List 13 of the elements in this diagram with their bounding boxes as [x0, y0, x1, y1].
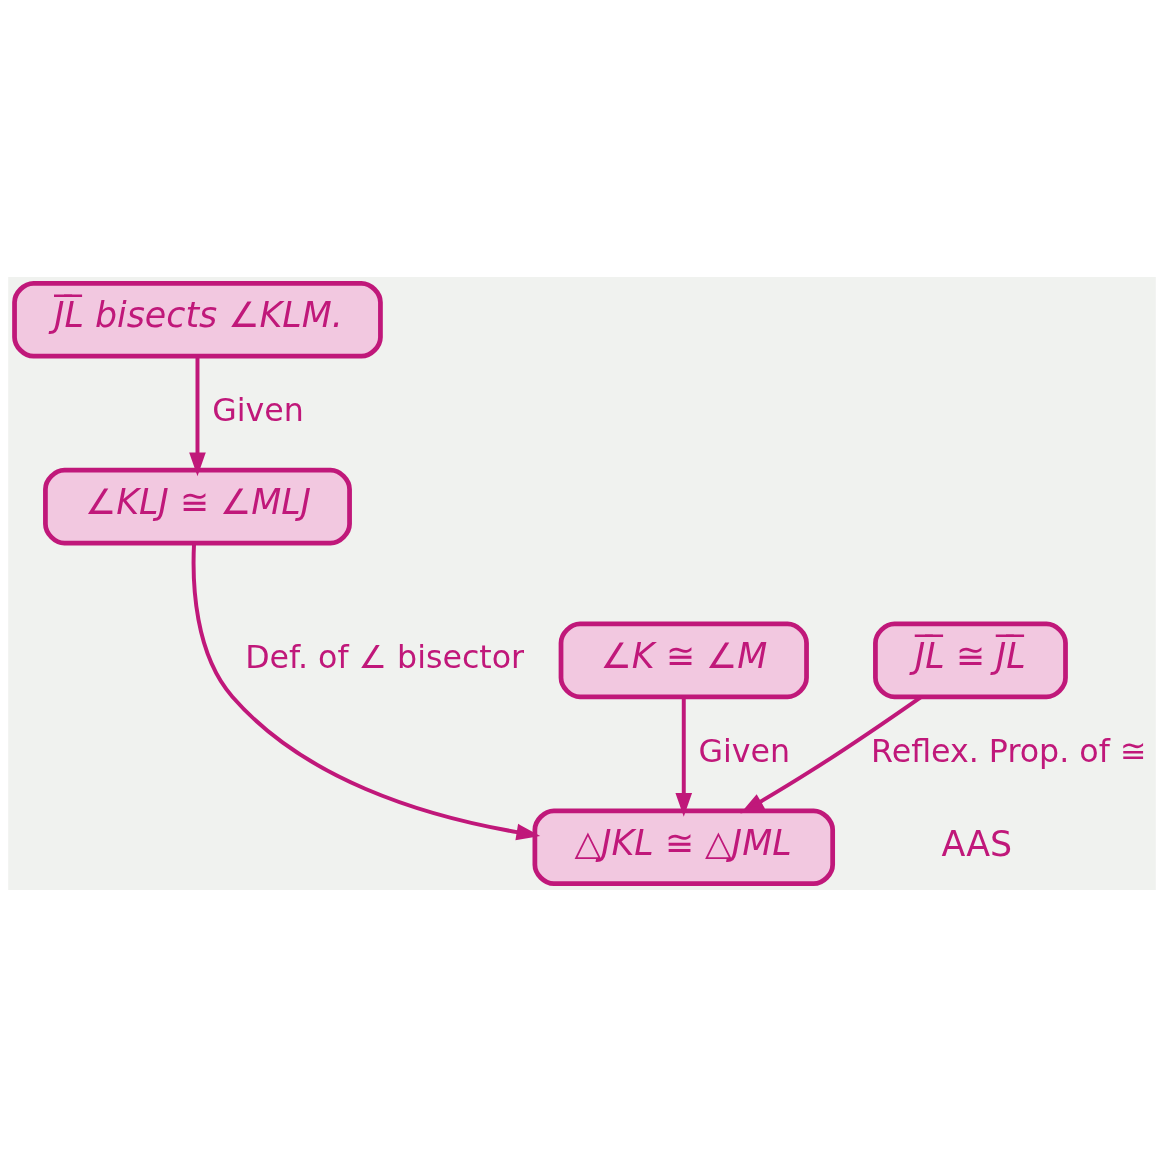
arrow — [191, 543, 541, 841]
node-box: J̅L̅ bisects ∠KLM. — [12, 280, 383, 359]
edge-label: Reflex. Prop. of ≅ — [871, 732, 1147, 769]
node-box: △JKL ≅ △JML — [532, 808, 836, 887]
node-label: AAS — [941, 824, 1013, 865]
edge-label: Def. of ∠ bisector — [245, 639, 525, 676]
arrow — [189, 356, 206, 477]
edge-label: Given — [698, 732, 791, 769]
arrow — [675, 696, 693, 817]
node-box: ∠K ≅ ∠M — [558, 621, 809, 700]
node-box: J̅L̅ ≅ J̅L̅ — [873, 621, 1068, 700]
edge-label: Given — [212, 392, 304, 429]
node-box: ∠KLJ ≅ ∠MLJ — [43, 467, 352, 546]
